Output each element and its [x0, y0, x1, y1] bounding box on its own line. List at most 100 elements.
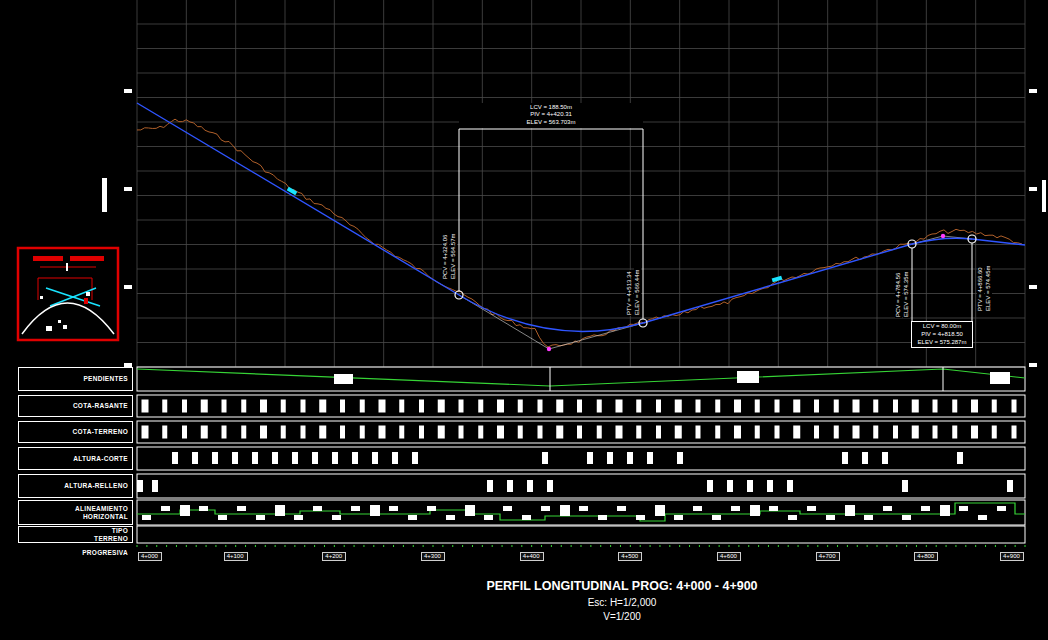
elevation-value-block — [755, 400, 760, 413]
station-box: 4+200 — [322, 552, 346, 561]
axis-tick — [1029, 285, 1037, 289]
station-tick — [245, 545, 246, 547]
icon-mark — [46, 326, 52, 331]
station-tick — [699, 545, 700, 547]
alignment-value-block — [484, 515, 493, 520]
alignment-value-block — [199, 506, 208, 511]
station-tick — [906, 545, 907, 547]
elevation-value-block — [793, 426, 800, 439]
elevation-value-block — [656, 426, 661, 439]
band-header: PENDIENTES — [18, 367, 133, 391]
elevation-value-block — [260, 400, 267, 413]
station-tick — [373, 545, 374, 547]
grid-line — [827, 0, 828, 367]
station-tick — [867, 545, 868, 547]
elevation-value-block — [775, 400, 780, 413]
elevation-value-block — [222, 400, 227, 413]
station-tick — [196, 545, 197, 547]
grade-line — [137, 103, 1025, 331]
fill-value-block — [487, 480, 493, 492]
icon-mark — [66, 263, 68, 271]
alignment-value-block — [788, 515, 797, 520]
station-tick — [423, 545, 424, 547]
slope-divider — [550, 367, 551, 391]
alignment-value-block — [921, 506, 930, 511]
station-tick — [610, 545, 611, 547]
curve-point-label: ELEV = 566.44m — [634, 268, 641, 316]
station-tick — [521, 545, 522, 547]
band-header: ALTURA-CORTE — [18, 447, 133, 470]
icon-bar — [70, 256, 104, 261]
cut-value-block — [627, 452, 633, 464]
station-tick — [807, 545, 808, 547]
station-box: 4+500 — [618, 552, 642, 561]
node-text: COTA-RASANTE — [73, 402, 128, 409]
elevation-value-block — [478, 426, 483, 439]
station-tick — [571, 545, 572, 547]
icon-bar — [33, 256, 63, 261]
node-text: PIV = 4+420.31 — [461, 111, 641, 119]
station-box: 4+000 — [138, 552, 162, 561]
elevation-value-block — [893, 426, 898, 439]
elevation-value-block — [538, 400, 543, 413]
elevation-value-block — [518, 426, 523, 439]
band-frame — [137, 447, 1025, 470]
node-text: PENDIENTES — [83, 375, 128, 382]
node-text: ALTURA-CORTE — [73, 455, 128, 462]
elevation-value-block — [556, 400, 563, 413]
station-tick — [334, 545, 335, 547]
slope-divider — [943, 367, 944, 391]
elevation-value-block — [834, 426, 839, 439]
elevation-value-block — [616, 400, 623, 413]
elevation-value-block — [636, 426, 641, 439]
elevation-value-block — [793, 400, 800, 413]
grid-line — [137, 342, 1025, 343]
elevation-value-block — [556, 426, 563, 439]
alignment-value-block — [750, 505, 760, 516]
elevation-value-block — [715, 400, 720, 413]
station-tick — [995, 545, 996, 547]
alignment-value-block — [294, 515, 303, 520]
elevation-value-block — [379, 426, 386, 439]
fill-value-block — [707, 480, 713, 492]
grid-line — [137, 318, 1025, 319]
station-tick — [817, 545, 818, 547]
station-tick — [314, 545, 315, 547]
drawing-title: PERFIL LONGITUDINAL PROG: 4+000 - 4+900 — [486, 579, 757, 593]
band-header: COTA-TERRENO — [18, 421, 133, 443]
elevation-value-block — [399, 426, 404, 439]
elevation-value-block — [834, 400, 839, 413]
cut-value-block — [312, 452, 318, 464]
elevation-value-block — [616, 426, 623, 439]
alignment-value-block — [560, 505, 570, 516]
elevation-value-block — [952, 426, 957, 439]
curve-icon — [18, 248, 118, 340]
node-text: LCV = 80.00m — [914, 323, 970, 331]
station-tick — [225, 545, 226, 547]
elevation-value-block — [301, 400, 306, 413]
alignment-value-block — [902, 515, 911, 520]
cut-value-block — [332, 452, 338, 464]
node-text: 4+600 — [720, 553, 738, 560]
axis-tick — [124, 89, 132, 93]
station-tick — [857, 545, 858, 547]
band-header: ALTURA-RELLENO — [18, 474, 133, 498]
elevation-value-block — [340, 426, 345, 439]
cut-value-block — [252, 452, 258, 464]
node-text: ELEV = 575.287m — [914, 339, 970, 347]
elevation-value-block — [360, 426, 365, 439]
station-tick — [729, 545, 730, 547]
station-tick — [215, 545, 216, 547]
node-text: ALINEAMIENTO HORIZONTAL — [64, 505, 128, 519]
elevation-value-block — [319, 426, 326, 439]
axis-tick — [124, 187, 132, 191]
elevation-value-block — [281, 400, 286, 413]
alignment-value-block — [845, 505, 855, 516]
elevation-value-block — [933, 426, 938, 439]
elevation-value-block — [301, 426, 306, 439]
station-tick — [561, 545, 562, 547]
station-tick — [294, 545, 295, 547]
elevation-value-block — [518, 400, 523, 413]
elevation-value-block — [814, 426, 819, 439]
station-tick — [955, 545, 956, 547]
